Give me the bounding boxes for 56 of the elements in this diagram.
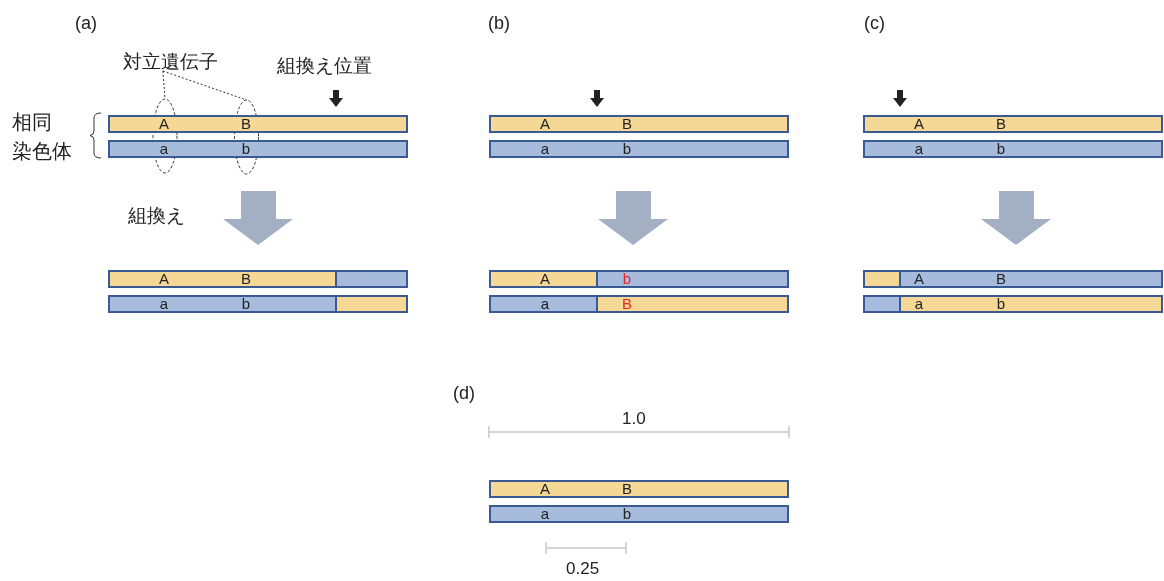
allele-label: b xyxy=(622,142,632,156)
chromosome-bar xyxy=(863,270,1163,288)
dimension-label: 1.0 xyxy=(622,410,646,427)
allele-label: a xyxy=(914,142,924,156)
edge-label: 組換え xyxy=(128,206,185,225)
allele-label: A xyxy=(159,272,169,286)
chromosome-bar xyxy=(489,295,789,313)
chromosome-bar xyxy=(108,115,408,133)
allele-label: A xyxy=(540,482,550,496)
annotation-text: 組換え位置 xyxy=(277,56,372,75)
chromosome-bar xyxy=(489,480,789,498)
allele-label: a xyxy=(540,142,550,156)
allele-label: A xyxy=(914,272,924,286)
recombination-arrow xyxy=(598,191,668,245)
allele-label: B xyxy=(622,482,632,496)
allele-label: B xyxy=(622,297,632,311)
chromosome-bar xyxy=(489,505,789,523)
allele-label: b xyxy=(622,507,632,521)
allele-label: a xyxy=(914,297,924,311)
leader-line xyxy=(162,70,166,100)
allele-label: A xyxy=(540,117,550,131)
chromosome-bar xyxy=(489,270,789,288)
panel-label: (c) xyxy=(864,14,885,32)
chromosome-bar xyxy=(863,295,1163,313)
allele-label: B xyxy=(622,117,632,131)
allele-label: b xyxy=(996,297,1006,311)
allele-label: B xyxy=(241,272,251,286)
chromosome-bar xyxy=(108,270,408,288)
panel-label: (d) xyxy=(453,384,475,402)
chromosome-bar xyxy=(108,295,408,313)
allele-label: b xyxy=(996,142,1006,156)
allele-label: A xyxy=(159,117,169,131)
dimension-label: 0.25 xyxy=(566,560,600,577)
callout-text: 対立遺伝子 xyxy=(123,52,218,71)
allele-label: B xyxy=(996,117,1006,131)
allele-label: A xyxy=(540,272,550,286)
leader-line xyxy=(162,70,247,101)
chromosome-bar xyxy=(108,140,408,158)
panel-label: (b) xyxy=(488,14,510,32)
allele-label: b xyxy=(622,272,632,286)
allele-label: B xyxy=(241,117,251,131)
allele-label: a xyxy=(540,297,550,311)
allele-label: a xyxy=(540,507,550,521)
chromosome-bar xyxy=(489,115,789,133)
recombination-arrow xyxy=(223,191,293,245)
allele-label: b xyxy=(241,142,251,156)
allele-label: a xyxy=(159,142,169,156)
chromosome-bar xyxy=(489,140,789,158)
allele-label: A xyxy=(914,117,924,131)
allele-label: B xyxy=(996,272,1006,286)
allele-label: a xyxy=(159,297,169,311)
panel-label: (a) xyxy=(75,14,97,32)
chromosome-bar xyxy=(863,140,1163,158)
recombination-arrow xyxy=(981,191,1051,245)
chromosome-bar xyxy=(863,115,1163,133)
allele-label: b xyxy=(241,297,251,311)
